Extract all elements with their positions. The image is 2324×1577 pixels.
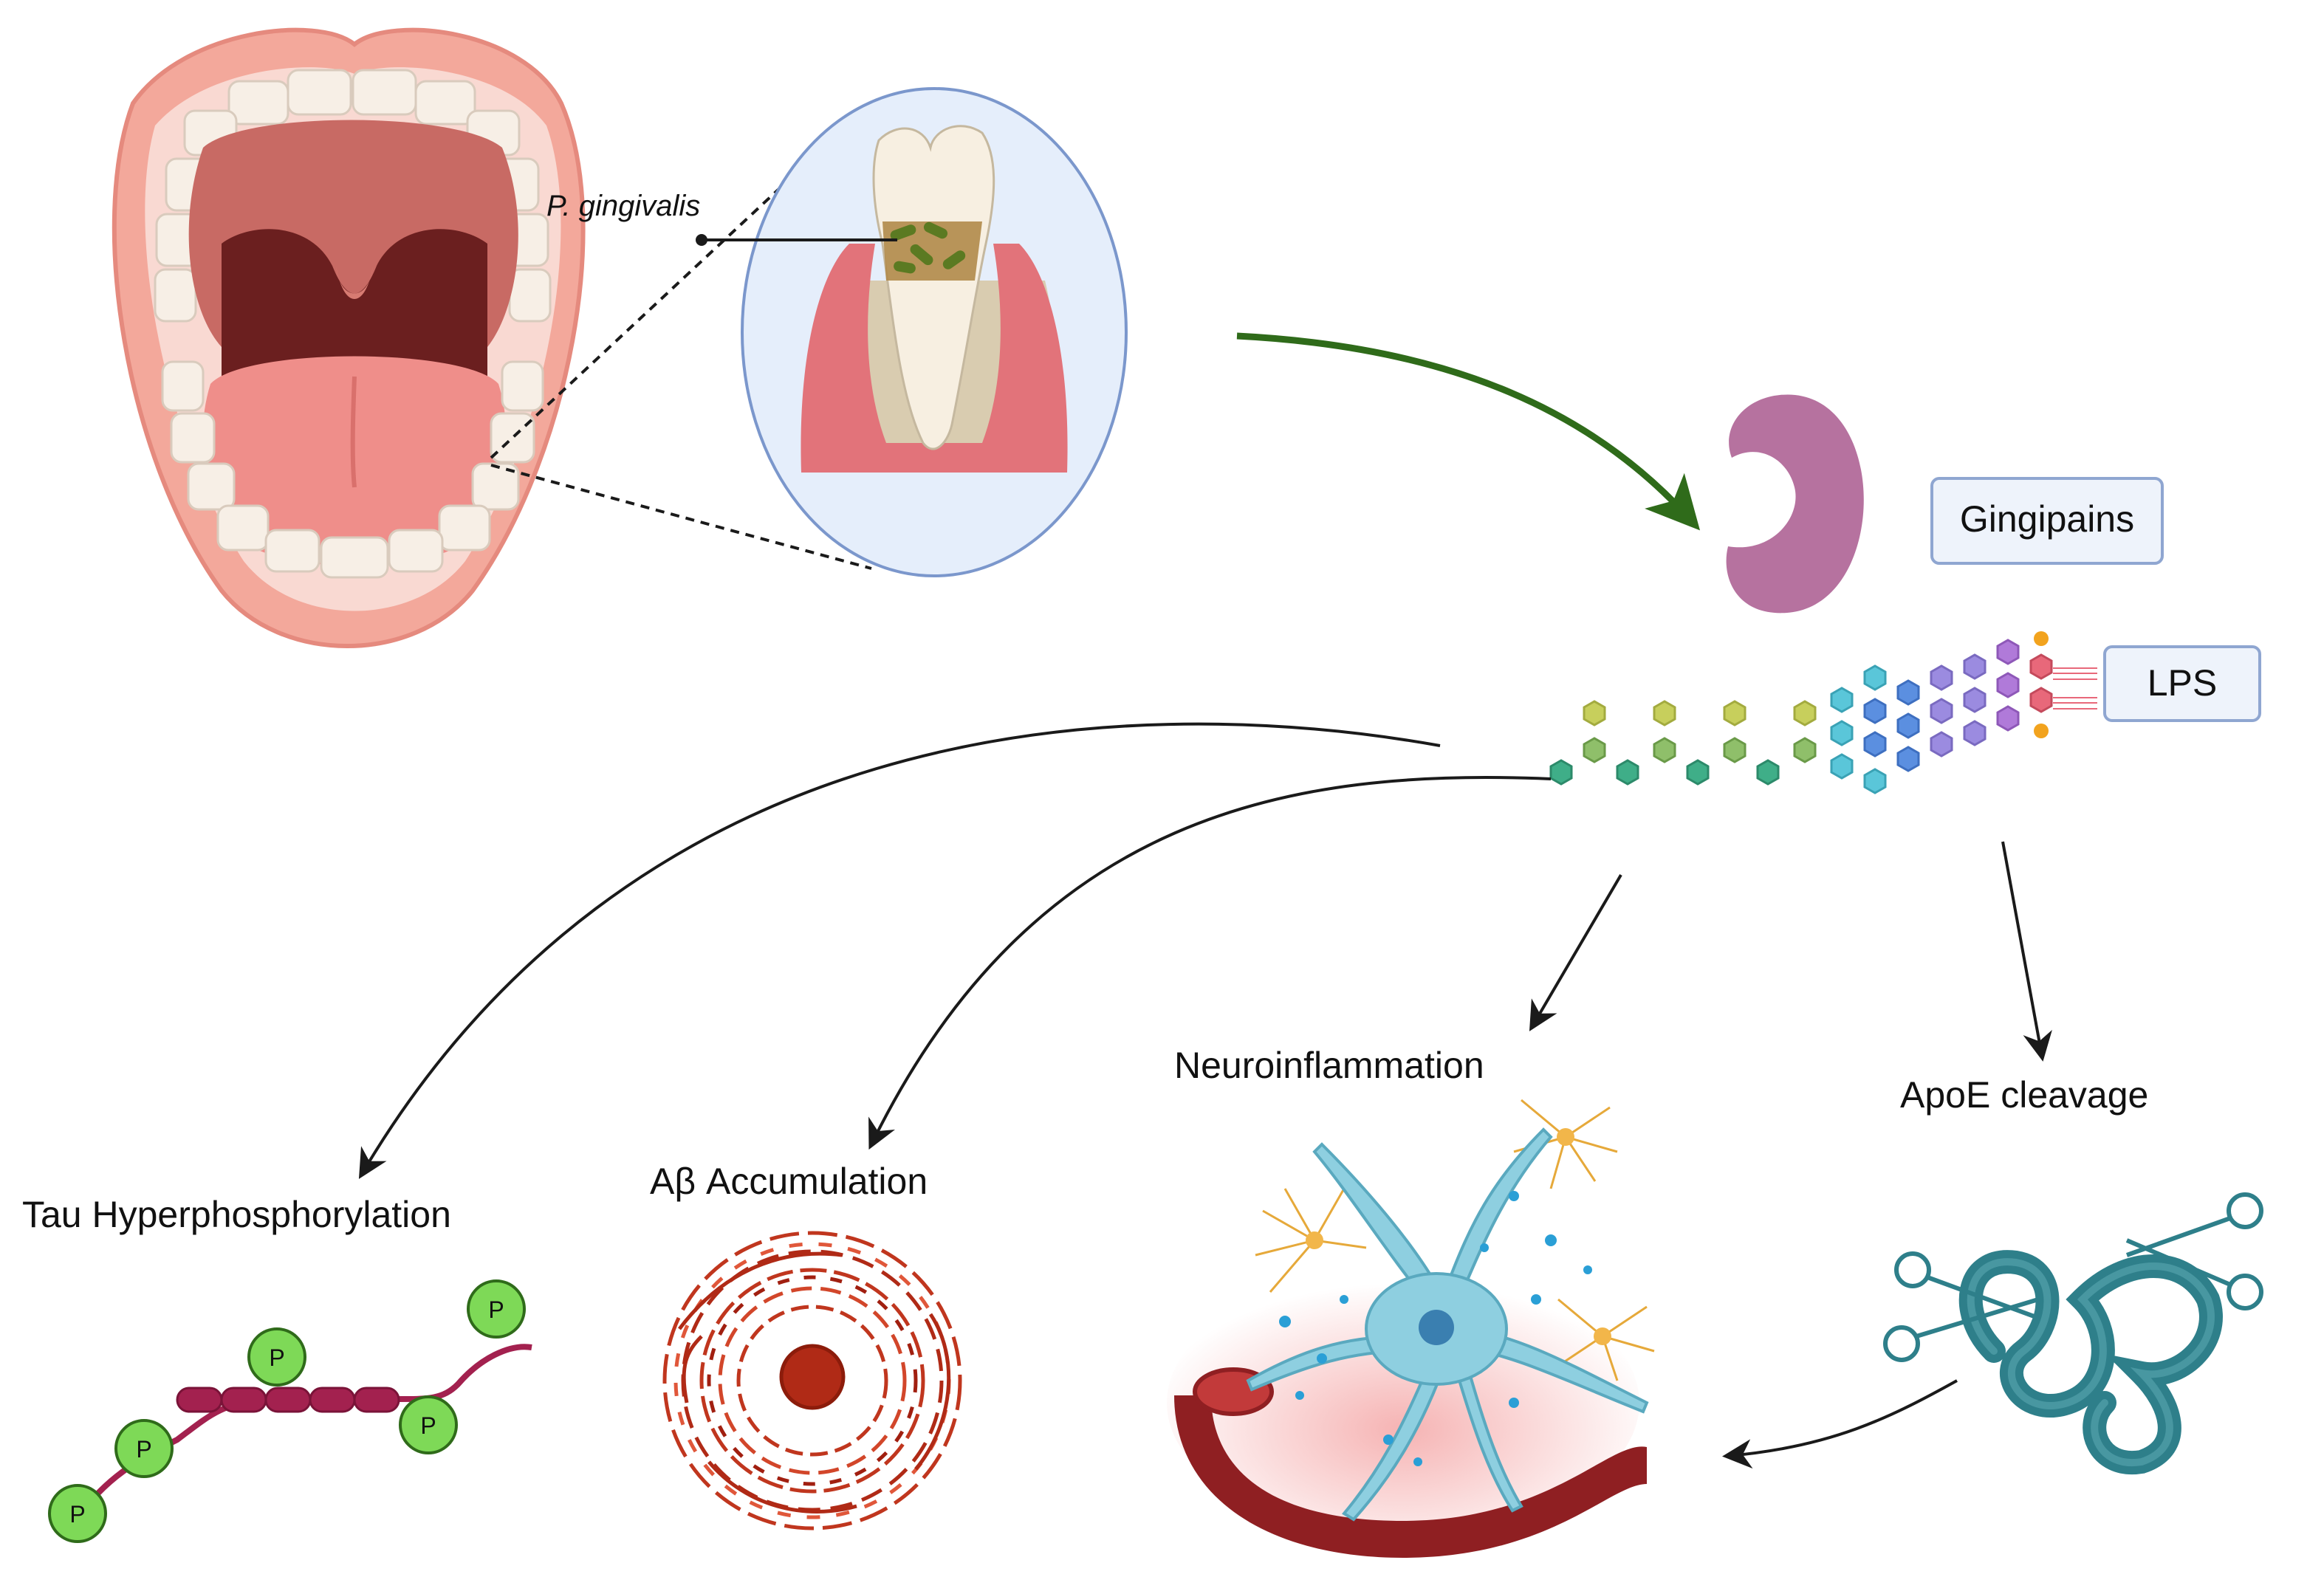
- phosphate-label-5: P: [488, 1296, 504, 1323]
- neuroinflammation-illustration: [1167, 1099, 1655, 1558]
- lps-label-box: LPS: [2103, 645, 2261, 722]
- lps-label: LPS: [2148, 662, 2218, 704]
- gingipain-enzyme-icon: [1726, 394, 1864, 614]
- arrow-to-neuroinflammation: [1529, 873, 1622, 1031]
- phosphate-label-4: P: [420, 1412, 436, 1439]
- arrow-to-apoe: [2001, 841, 2052, 1062]
- phosphate-label-1: P: [69, 1501, 85, 1528]
- open-mouth-illustration: [112, 27, 586, 648]
- phosphate-label-2: P: [136, 1436, 151, 1463]
- arrow-to-tau: [358, 722, 1441, 1179]
- arrow-to-abeta: [868, 775, 1552, 1150]
- lps-molecule-icon: [1549, 631, 2097, 794]
- green-transition-arrow: [1236, 332, 1701, 531]
- apoe-cleavage-illustration: [1883, 1192, 2263, 1475]
- phosphate-label-3: P: [269, 1344, 284, 1371]
- tau-label: Tau Hyperphosphorylation: [22, 1194, 451, 1235]
- bacterium-callout: P. gingivalis: [546, 190, 897, 246]
- gingipains-label-box: Gingipains: [1930, 477, 2164, 565]
- tooth-zoom-circle: [741, 87, 1128, 577]
- abeta-label: Aβ Accumulation: [650, 1161, 928, 1202]
- tau-protein-illustration: P P P P P: [48, 1279, 532, 1543]
- bacterium-label: P. gingivalis: [546, 190, 700, 222]
- gingipains-label: Gingipains: [1960, 498, 2134, 540]
- amyloid-plaque-illustration: [662, 1231, 962, 1530]
- effect-arrows: [358, 722, 2052, 1469]
- apoe-label: ApoE cleavage: [1900, 1074, 2148, 1116]
- zoom-guide-lines: [490, 142, 872, 570]
- neuroinflammation-label: Neuroinflammation: [1174, 1045, 1484, 1086]
- arrow-apoe-to-neuroinflammation: [1722, 1379, 1958, 1469]
